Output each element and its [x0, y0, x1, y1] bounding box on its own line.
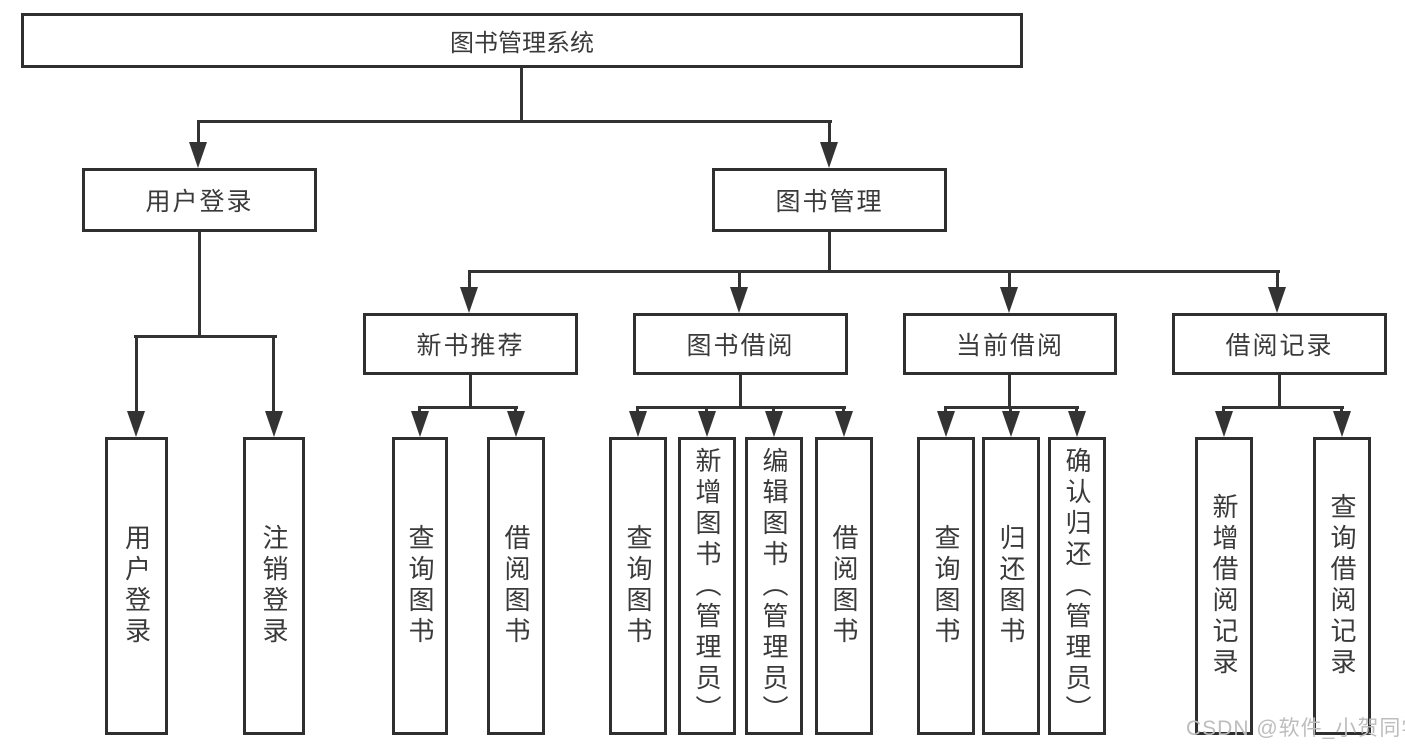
arrow-down-icon: [460, 287, 478, 313]
arrow-down-icon: [1000, 287, 1018, 313]
connector-line: [1222, 406, 1344, 409]
leaf-recommend-borrow-books: 借阅图书: [487, 437, 545, 735]
csdn-watermark: CSDN @软件_小贺同学: [1186, 717, 1405, 740]
leaf-borrowing-add-books-admin: 新增图书（管理员）: [678, 437, 736, 735]
connector-line: [842, 406, 845, 414]
leaf-current-query-books: 查询图书: [917, 437, 975, 735]
arrow-down-icon: [265, 411, 283, 437]
connector-line: [772, 406, 775, 414]
connector-line: [828, 120, 831, 143]
node-user-login: 用户登录: [82, 168, 317, 232]
connector-line: [1075, 406, 1078, 414]
arrow-down-icon: [937, 411, 955, 437]
connector-line: [1222, 406, 1225, 414]
node-book-borrowing: 图书借阅: [633, 313, 848, 375]
connector-line: [944, 406, 947, 414]
connector-line: [739, 375, 742, 409]
connector-line: [1278, 375, 1281, 409]
leaf-user-login: 用户登录: [105, 437, 168, 735]
connector-line: [468, 270, 471, 287]
arrow-down-icon: [730, 287, 748, 313]
arrow-down-icon: [765, 411, 783, 437]
arrow-down-icon: [629, 411, 647, 437]
connector-line: [514, 406, 517, 414]
arrow-down-icon: [1002, 411, 1020, 437]
leaf-borrowing-query-books: 查询图书: [609, 437, 667, 735]
node-book-management: 图书管理: [712, 168, 947, 232]
arrow-down-icon: [507, 411, 525, 437]
connector-line: [705, 406, 708, 414]
arrow-down-icon: [127, 411, 145, 437]
connector-line: [198, 232, 201, 338]
connector-line: [135, 335, 138, 411]
arrow-down-icon: [1333, 411, 1351, 437]
arrow-down-icon: [698, 411, 716, 437]
connector-line: [469, 375, 472, 409]
connector-line: [418, 406, 518, 409]
node-current-borrowing: 当前借阅: [903, 313, 1117, 375]
arrow-down-icon: [189, 142, 207, 168]
connector-line: [197, 120, 200, 143]
connector-line: [1009, 406, 1012, 414]
connector-line: [636, 406, 846, 409]
connector-line: [1276, 270, 1279, 287]
node-new-book-recommendation: 新书推荐: [363, 313, 578, 375]
connector-line: [468, 270, 1280, 273]
connector-line: [418, 406, 421, 414]
connector-line: [828, 232, 831, 273]
connector-line: [738, 270, 741, 287]
leaf-records-query-record: 查询借阅记录: [1313, 437, 1371, 735]
arrow-down-icon: [1068, 411, 1086, 437]
leaf-logout: 注销登录: [243, 437, 305, 735]
arrow-down-icon: [1215, 411, 1233, 437]
leaf-records-add-record: 新增借阅记录: [1195, 437, 1253, 735]
connector-line: [272, 335, 275, 411]
leaf-current-confirm-return-admin: 确认归还（管理员）: [1048, 437, 1106, 735]
connector-line: [1008, 270, 1011, 287]
leaf-current-return-books: 归还图书: [982, 437, 1040, 735]
node-borrowing-records: 借阅记录: [1172, 313, 1387, 375]
leaf-borrowing-borrow-books: 借阅图书: [815, 437, 873, 735]
arrow-down-icon: [411, 411, 429, 437]
node-library-management-system: 图书管理系统: [21, 13, 1023, 68]
leaf-recommend-query-books: 查询图书: [392, 437, 448, 735]
connector-line: [134, 335, 277, 338]
arrow-down-icon: [835, 411, 853, 437]
leaf-borrowing-edit-books-admin: 编辑图书（管理员）: [745, 437, 803, 735]
connector-line: [197, 120, 832, 123]
connector-line: [1008, 375, 1011, 409]
connector-line: [520, 68, 523, 121]
arrow-down-icon: [1268, 287, 1286, 313]
connector-line: [1340, 406, 1343, 414]
arrow-down-icon: [820, 142, 838, 168]
connector-line: [636, 406, 639, 414]
